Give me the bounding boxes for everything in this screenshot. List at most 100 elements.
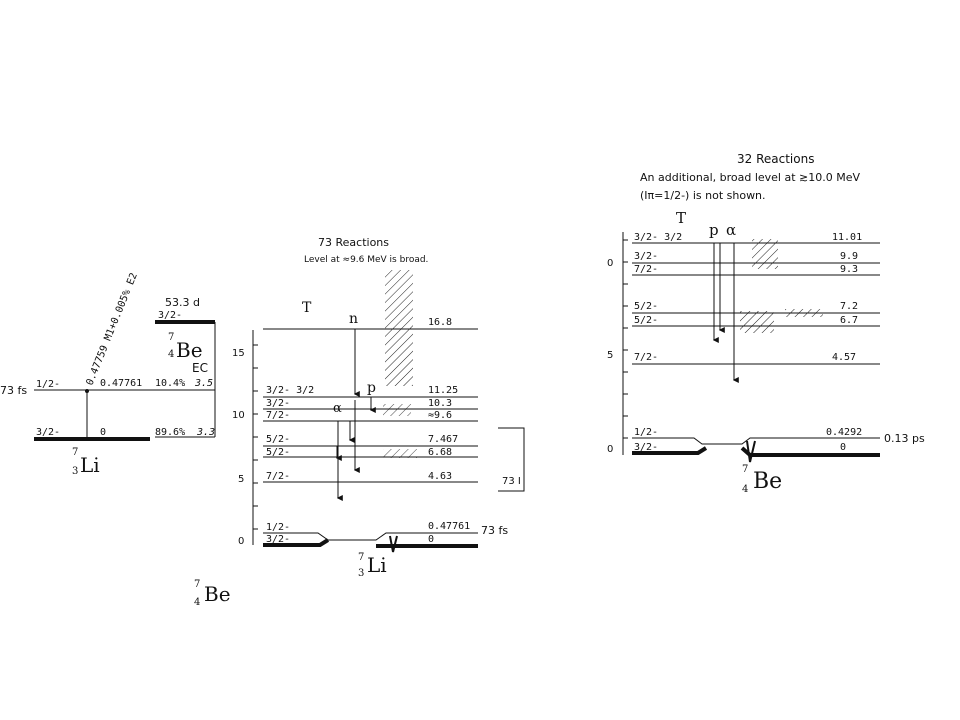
level-energy: 16.8 (428, 317, 452, 328)
level-spin: 3/2- 3/2 (266, 385, 314, 396)
axis-tick: 5 (238, 474, 244, 485)
svg-text:Li: Li (367, 553, 387, 577)
level-energy: 0 (100, 427, 106, 438)
level-energy: 10.3 (428, 398, 452, 409)
level-spin: 3/2- (634, 442, 658, 453)
svg-text:4: 4 (194, 597, 200, 608)
particle-decay-arrows (335, 329, 376, 501)
level-spin: 3/2- (266, 398, 290, 409)
level-energy: 0 (428, 534, 434, 545)
excited-halflife-left: 73 fs (0, 384, 27, 397)
middle-title: 73 Reactions (318, 236, 389, 249)
svg-text:Be: Be (176, 338, 203, 362)
level-spin: 7/2- (266, 471, 290, 482)
level-energy: 7.2 (840, 301, 858, 312)
right-nucleus-label: 7 4 Be (742, 464, 782, 495)
level-spin: 5/2- (634, 315, 658, 326)
level-spin: 7/2- (634, 352, 658, 363)
level-energy: 0.47761 (428, 521, 470, 532)
level-energy: 0.4292 (826, 427, 862, 438)
branch-percent: 89.6% (155, 427, 185, 438)
level-spin: 3/2- 3/2 (634, 232, 682, 243)
svg-text:Be: Be (753, 469, 782, 494)
svg-text:Be: Be (204, 582, 231, 606)
parent-nucleus-label: 7 4 Be (168, 332, 203, 362)
broad-level-hatch (385, 270, 413, 386)
svg-text:Li: Li (80, 453, 100, 477)
level-energy: 7.467 (428, 434, 458, 445)
transition-label: 0.47759 M1+0.005% E2 (85, 271, 140, 387)
svg-text:3: 3 (358, 568, 364, 579)
axis-tick: 0 (607, 258, 613, 269)
axis-tick: 15 (232, 348, 245, 359)
svg-text:7: 7 (194, 579, 200, 590)
level-energy: 11.25 (428, 385, 458, 396)
column-header-T: T (676, 209, 686, 227)
svg-text:7: 7 (72, 447, 78, 458)
svg-text:7: 7 (742, 464, 748, 475)
level-line (263, 532, 478, 541)
level-spin: 5/2- (266, 447, 290, 458)
level-energy: 4.57 (832, 352, 856, 363)
level-spin: 7/2- (266, 410, 290, 421)
level-spin: 3/2- (36, 427, 60, 438)
right-title: 32 Reactions (737, 152, 814, 166)
logft: 3.5 (194, 378, 213, 389)
level-energy: 6.7 (840, 315, 858, 326)
branch-percent: 10.4% (155, 378, 185, 389)
ground-level-line (263, 538, 330, 547)
axis-minor-ticks (623, 239, 628, 439)
particle-decay-arrows (712, 243, 739, 383)
level-spin: 1/2- (266, 522, 290, 533)
decay-mode: EC (192, 361, 208, 375)
level-energy: 6.68 (428, 447, 452, 458)
svg-text:7: 7 (168, 332, 174, 343)
column-header-p: p (367, 380, 376, 396)
parent-halflife: 53.3 d (165, 296, 200, 309)
level-spin: 5/2- (266, 434, 290, 445)
svg-text:4: 4 (168, 349, 174, 360)
ground-level-line (632, 446, 708, 455)
right-level-scheme: 32 Reactions An additional, broad level … (607, 152, 925, 495)
svg-text:4: 4 (742, 484, 748, 495)
axis-tick: 5 (607, 350, 613, 361)
level-halflife: 73 fs (481, 524, 508, 537)
daughter-nucleus-label: 7 3 Li (72, 447, 100, 477)
svg-text:7: 7 (358, 552, 364, 563)
column-header-n: n (349, 311, 358, 327)
side-label: 73 I (502, 476, 521, 487)
svg-text:3: 3 (72, 466, 78, 477)
right-note-line1: An additional, broad level at ≳10.0 MeV (640, 171, 860, 184)
level-energy: ≈9.6 (428, 410, 452, 421)
level-energy: 0.47761 (100, 378, 142, 389)
level-spin: 3/2- (634, 251, 658, 262)
left-decay-scheme: 53.3 d 3/2- 7 4 Be EC 73 fs 1/2- 0.47761… (0, 271, 216, 477)
middle-note: Level at ≈9.6 MeV is broad. (304, 255, 428, 265)
parent-spin: 3/2- (158, 310, 182, 321)
level-halflife: 0.13 ps (884, 432, 925, 445)
level-energy: 9.3 (840, 264, 858, 275)
logft: 3.3 (196, 427, 215, 438)
level-energy: 9.9 (840, 251, 858, 262)
level-energy: 0 (840, 442, 846, 453)
level-energy: 4.63 (428, 471, 452, 482)
broad-level-hatch (752, 239, 778, 269)
axis-tick: 0 (238, 536, 244, 547)
middle-nucleus-label: 7 3 Li (358, 552, 387, 579)
level-spin: 5/2- (634, 301, 658, 312)
level-spin: 3/2- (266, 534, 290, 545)
right-note-line2: (Iπ=1/2-) is not shown. (640, 189, 766, 202)
column-header-T: T (302, 300, 312, 316)
middle-level-scheme: 73 Reactions Level at ≈9.6 MeV is broad.… (232, 236, 525, 579)
bottom-nucleus-label: 7 4 Be (194, 579, 231, 608)
level-spin: 1/2- (634, 427, 658, 438)
axis-minor-ticks (253, 344, 258, 530)
side-bracket (498, 427, 525, 492)
level-energy: 11.01 (832, 232, 862, 243)
level-spin: 1/2- (36, 379, 60, 390)
column-header-alpha: α (726, 221, 736, 239)
axis-tick: 10 (232, 410, 245, 421)
level-spin: 7/2- (634, 264, 658, 275)
axis-tick: 0 (607, 444, 613, 455)
